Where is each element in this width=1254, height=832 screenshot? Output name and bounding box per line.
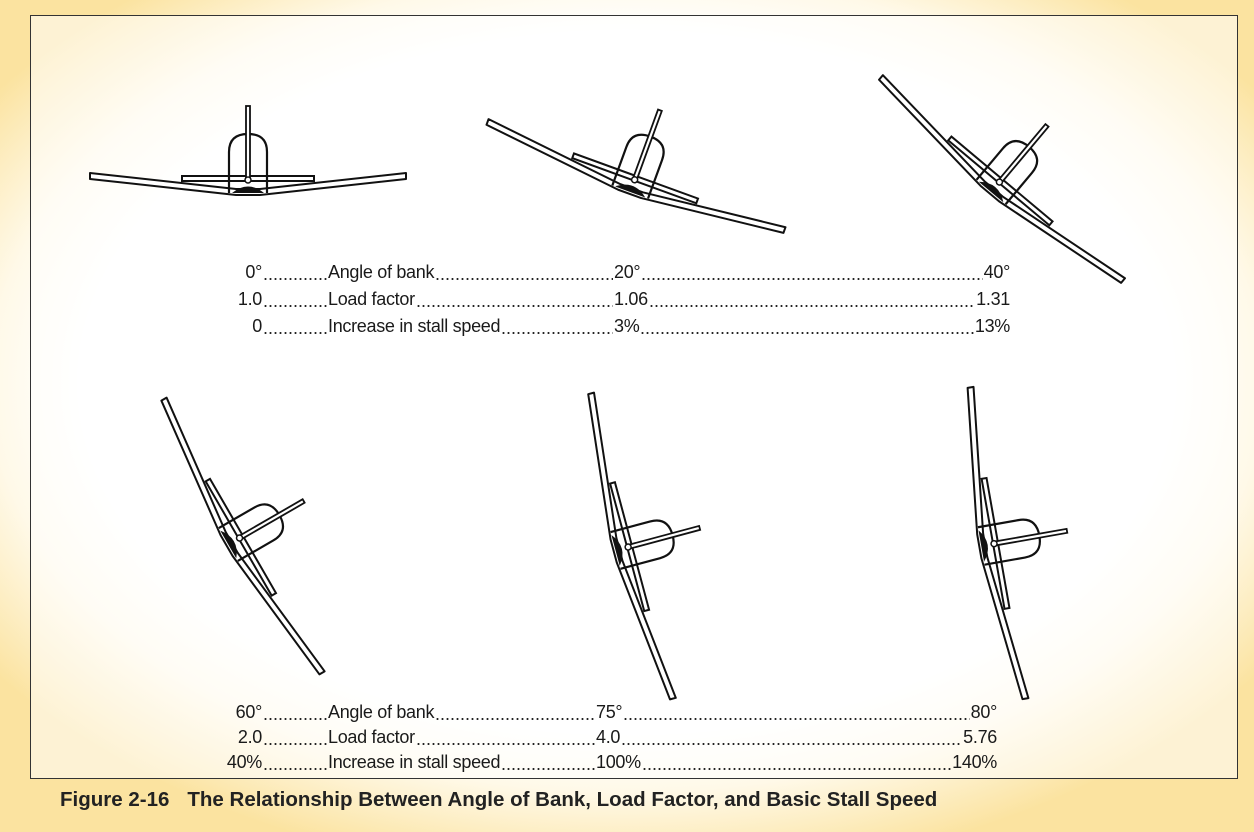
row-label: Angle of bank (328, 702, 435, 722)
table-row: 60° Angle of bank 75° 80° (222, 702, 997, 722)
end-value: 80° (970, 702, 998, 722)
dot-leader (501, 316, 613, 336)
mid-value: 100% (596, 752, 641, 772)
figure-caption: Figure 2-16 The Relationship Between Angl… (60, 788, 937, 812)
table-row: 2.0 Load factor 4.0 5.76 (222, 727, 997, 747)
dot-leader (415, 289, 613, 309)
table-row: 40% Increase in stall speed 100% 140% (222, 752, 997, 772)
row-label: Load factor (328, 727, 415, 747)
table-row: 1.0 Load factor 1.06 1.31 (222, 289, 1010, 309)
dot-leader (640, 316, 974, 336)
end-value: 1.31 (976, 289, 1010, 309)
mid-value: 20° (614, 262, 641, 282)
dot-leader (263, 289, 327, 309)
airplane-bank-80 (950, 374, 1096, 703)
row-label: Increase in stall speed (328, 316, 501, 336)
row-label: Angle of bank (328, 262, 435, 282)
mid-value: 3% (614, 316, 640, 336)
end-value: 40° (983, 262, 1011, 282)
start-value: 1.0 (237, 289, 262, 309)
dot-leader (641, 262, 983, 282)
airplane-bank-40 (867, 22, 1170, 297)
dot-leader (435, 702, 595, 722)
mid-value: 1.06 (614, 289, 648, 309)
start-value: 2.0 (237, 727, 262, 747)
mid-value: 75° (596, 702, 623, 722)
start-value: 40% (226, 752, 262, 772)
figure-title: The Relationship Between Angle of Bank, … (187, 788, 938, 811)
dot-leader (623, 702, 970, 722)
airplane-bank-20 (479, 55, 810, 249)
mid-value: 4.0 (596, 727, 621, 747)
dot-leader (263, 727, 327, 747)
dot-leader (641, 752, 952, 772)
airplane-bank-60 (146, 363, 384, 684)
figure-number: Figure 2-16 (60, 788, 170, 811)
end-value: 140% (952, 752, 997, 772)
start-value: 0 (252, 316, 262, 336)
dot-leader (648, 289, 976, 309)
row-label: Load factor (328, 289, 415, 309)
table-row: 0° Angle of bank 20° 40° (222, 262, 1010, 282)
end-value: 5.76 (963, 727, 997, 747)
end-value: 13% (974, 316, 1010, 336)
dot-leader (263, 752, 327, 772)
dot-leader (263, 262, 327, 282)
airplane-bank-75 (571, 374, 742, 705)
start-value: 0° (245, 262, 262, 282)
dot-leader (501, 752, 595, 772)
dot-leader (415, 727, 595, 747)
row-label: Increase in stall speed (328, 752, 501, 772)
start-value: 60° (235, 702, 263, 722)
table-row: 0 Increase in stall speed 3% 13% (222, 316, 1010, 336)
dot-leader (263, 316, 327, 336)
dot-leader (621, 727, 963, 747)
dot-leader (263, 702, 327, 722)
dot-leader (435, 262, 613, 282)
airplane-bank-0 (88, 104, 408, 197)
